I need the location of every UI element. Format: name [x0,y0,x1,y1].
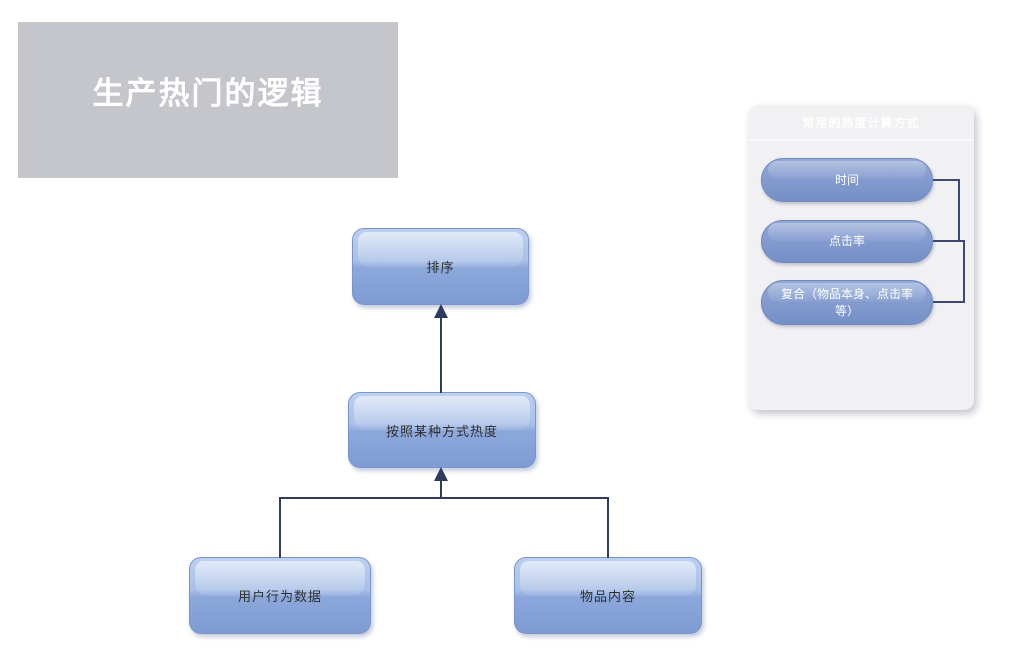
slide-title: 生产热门的逻辑 [92,75,324,111]
arrow-tree-to-method-line [440,480,442,499]
arrow-tree-to-method-head-icon [434,467,448,481]
pill-time-label: 时间 [834,172,859,187]
pill-composite: 复合（物品本身、点击率等） [761,280,933,325]
tree-connector-left [279,497,281,558]
bracket-clickrate-composite [933,240,965,303]
title-block: 生产热门的逻辑 [18,22,398,178]
pill-click-rate-label: 点击率 [828,234,865,248]
bracket-time-clickrate [933,179,960,242]
heat-methods-panel: 常用的热度计算方式 时间 点击率 复合（物品本身、点击率等） [748,105,974,410]
heat-methods-panel-title: 常用的热度计算方式 [802,115,920,130]
arrow-method-to-sort-head-icon [434,304,448,318]
pill-composite-label: 复合（物品本身、点击率等） [780,286,913,318]
pill-click-rate: 点击率 [761,220,933,263]
flow-node-item-content: 物品内容 [514,557,702,634]
tree-connector-right [607,497,609,558]
tree-connector-horizontal [279,497,609,499]
flow-node-user-behavior-data: 用户行为数据 [189,557,371,634]
flow-node-heat-method: 按照某种方式热度 [348,392,536,468]
flow-node-heat-method-label: 按照某种方式热度 [385,423,498,439]
flow-node-item-content-label: 物品内容 [579,589,636,604]
flow-node-sort-label: 排序 [426,260,455,275]
flow-node-user-behavior-data-label: 用户行为数据 [237,589,322,604]
flow-node-sort: 排序 [352,228,529,305]
arrow-method-to-sort-line [440,317,442,393]
heat-methods-panel-header: 常用的热度计算方式 [748,105,974,141]
pill-time: 时间 [761,158,933,202]
